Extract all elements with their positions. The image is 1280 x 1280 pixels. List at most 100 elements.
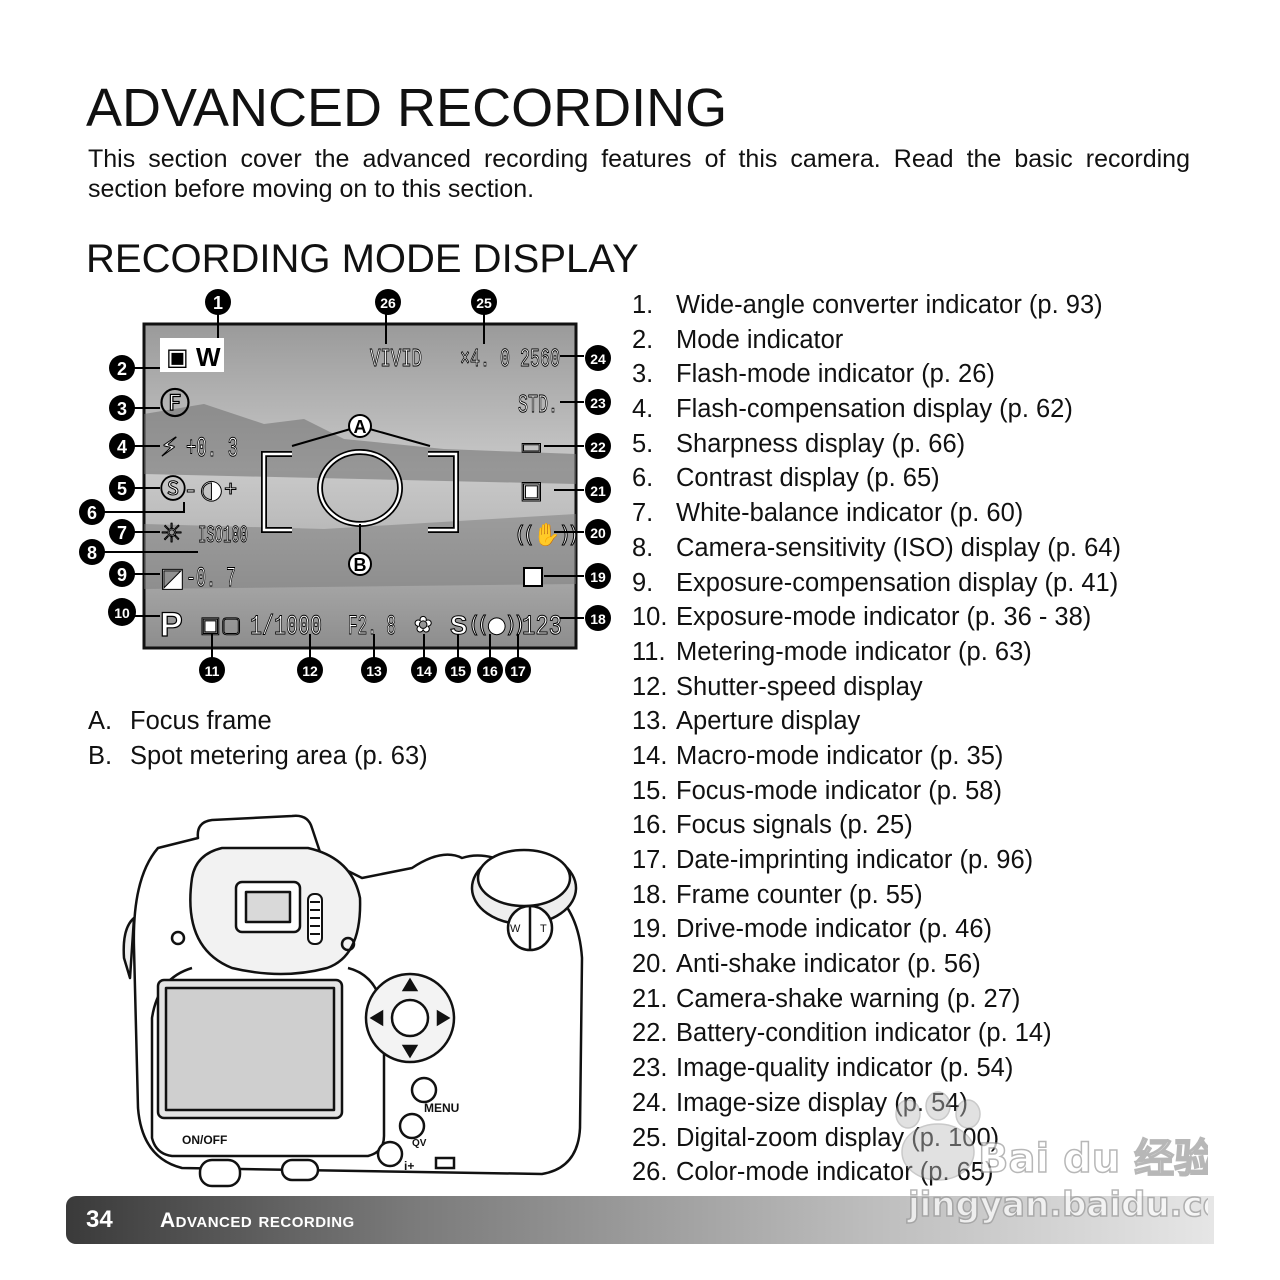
svg-text:8: 8 (87, 543, 97, 563)
callout-10: 10 (108, 598, 136, 626)
power-switch (198, 1158, 242, 1188)
svg-text:15: 15 (450, 663, 466, 679)
callout-16: 16 (477, 657, 503, 683)
callout-lines (104, 314, 584, 658)
svg-text:4: 4 (117, 437, 127, 457)
legend-item: 1.Wide-angle converter indicator (p. 93) (632, 291, 1103, 319)
svg-text:22: 22 (590, 439, 606, 455)
svg-text:10: 10 (114, 605, 130, 621)
camera-mode-icon: ▣ (166, 343, 189, 371)
page-title: ADVANCED RECORDING (86, 78, 728, 138)
camera-back-illustration: MENU QV i+ ON/OFF W T (122, 814, 584, 1188)
legend-item: 25.Digital-zoom display (p. 100) (632, 1123, 1000, 1152)
drive-mode-icon (523, 567, 543, 587)
info-button (376, 1140, 404, 1168)
metering-icon: ▣▢ (200, 613, 242, 638)
callout-21: 21 (585, 477, 611, 503)
callout-12: 12 (297, 657, 323, 683)
callout-17: 17 (505, 657, 531, 683)
info-label: i+ (404, 1159, 414, 1173)
mode-switch (280, 1158, 320, 1182)
label-b-circle (348, 552, 372, 576)
page-number: 34 (86, 1206, 113, 1233)
svg-text:19: 19 (590, 569, 606, 585)
callout-7: 7 (109, 519, 135, 545)
legend-item: 8.Camera-sensitivity (ISO) display (p. 6… (632, 533, 1121, 562)
iso-display: ISO100 (198, 523, 248, 550)
svg-text:26: 26 (380, 295, 396, 311)
legend-item: 4.Flash-compensation display (p. 62) (632, 395, 1073, 424)
focus-frame-inner (262, 452, 458, 532)
svg-text:21: 21 (590, 483, 606, 499)
svg-text:20: 20 (590, 525, 606, 541)
legend-item: 18.Frame counter (p. 55) (632, 880, 923, 909)
legend-item: 3.Flash-mode indicator (p. 26) (632, 360, 995, 389)
image-size-display: 2560 (520, 344, 560, 374)
svg-text:13: 13 (366, 663, 382, 679)
callout-13: 13 (361, 657, 387, 683)
svg-text:3: 3 (117, 399, 127, 419)
svg-text:23: 23 (590, 395, 606, 411)
callout-14: 14 (411, 657, 437, 683)
legend-item: 10.Exposure-mode indicator (p. 36 - 38) (632, 603, 1092, 632)
sharpness-icon: Ⓢ- (160, 475, 195, 505)
frame-counter: 123 (522, 612, 562, 643)
callout-9: 9 (109, 561, 135, 587)
footer-section-title: Advanced recording (160, 1209, 355, 1232)
menu-button (410, 1076, 438, 1104)
legend-item: 7.White-balance indicator (p. 60) (632, 499, 1024, 528)
digital-zoom-display: ×4. 0 (460, 344, 510, 374)
callout-15: 15 (445, 657, 471, 683)
legend-list: 1.Wide-angle converter indicator (p. 93)… (632, 288, 1121, 1190)
onoff-label: ON/OFF (182, 1133, 227, 1147)
callout-1: 1 (205, 289, 231, 315)
ab-legend: A.Focus frame B.Spot metering area (p. 6… (88, 704, 428, 774)
callout-25: 25 (471, 289, 497, 315)
label-b: B (354, 555, 367, 575)
flash-comp-display: +0. 3 (186, 434, 238, 465)
exp-comp-icon: ◪ (160, 563, 185, 593)
legend-item: 5.Sharpness display (p. 66) (632, 429, 966, 458)
svg-text:14: 14 (416, 663, 432, 679)
contrast-icon: ◑ (200, 475, 223, 505)
exposure-mode-indicator: P (160, 606, 183, 644)
color-mode-display: VIVID (370, 344, 422, 374)
focus-mode-indicator: S (450, 610, 467, 640)
callout-2: 2 (109, 355, 135, 381)
svg-text:24: 24 (590, 351, 606, 367)
legend-item: 9.Exposure-compensation display (p. 41) (632, 568, 1119, 597)
white-balance-icon: ☼ (160, 519, 183, 549)
anti-shake-icon: ((✋)) (516, 522, 578, 548)
controller-center (390, 998, 430, 1038)
svg-text:12: 12 (302, 663, 318, 679)
legend-item: 15.Focus-mode indicator (p. 58) (632, 776, 1002, 805)
legend-item: 20.Anti-shake indicator (p. 56) (632, 950, 981, 979)
legend-item: 11.Metering-mode indicator (p. 63) (632, 637, 1032, 666)
callout-6: 6 (79, 499, 105, 525)
aperture-display: F2. 8 (348, 612, 396, 643)
svg-text:2: 2 (117, 359, 127, 379)
watermark-brand: Bai du 经验 (978, 1136, 1208, 1182)
ab-item: A.Focus frame (88, 707, 272, 735)
svg-text:11: 11 (205, 663, 220, 679)
flash-mode-icon: Ⓕ (160, 387, 190, 422)
diopter-wheel (307, 893, 323, 945)
legend-item: 24.Image-size display (p. 54) (632, 1088, 968, 1117)
callout-20: 20 (585, 519, 611, 545)
svg-text:25: 25 (476, 295, 492, 311)
page-footer: 34 Advanced recording (66, 1196, 1214, 1244)
svg-text:5: 5 (117, 479, 127, 499)
callout-22: 22 (585, 433, 611, 459)
legend-item: 2.Mode indicator (632, 325, 844, 354)
baidu-watermark: Bai du 经验 jingyan.baidu.com (895, 1091, 1208, 1226)
menu-label: MENU (424, 1101, 459, 1115)
wide-indicator: W (196, 342, 221, 372)
callout-5: 5 (109, 475, 135, 501)
legend-item: 14.Macro-mode indicator (p. 35) (632, 741, 1004, 770)
intro-paragraph: This section cover the advanced recordin… (88, 145, 1190, 203)
lcd-display-diagram: A B ▣ W VIVID ×4. 0 2560 STD. Ⓕ ⚡ +0. 3 … (104, 314, 584, 658)
callout-8: 8 (79, 539, 105, 565)
callout-19: 19 (585, 563, 611, 589)
legend-item: 17.Date-imprinting indicator (p. 96) (632, 846, 1034, 874)
svg-text:16: 16 (482, 663, 498, 679)
